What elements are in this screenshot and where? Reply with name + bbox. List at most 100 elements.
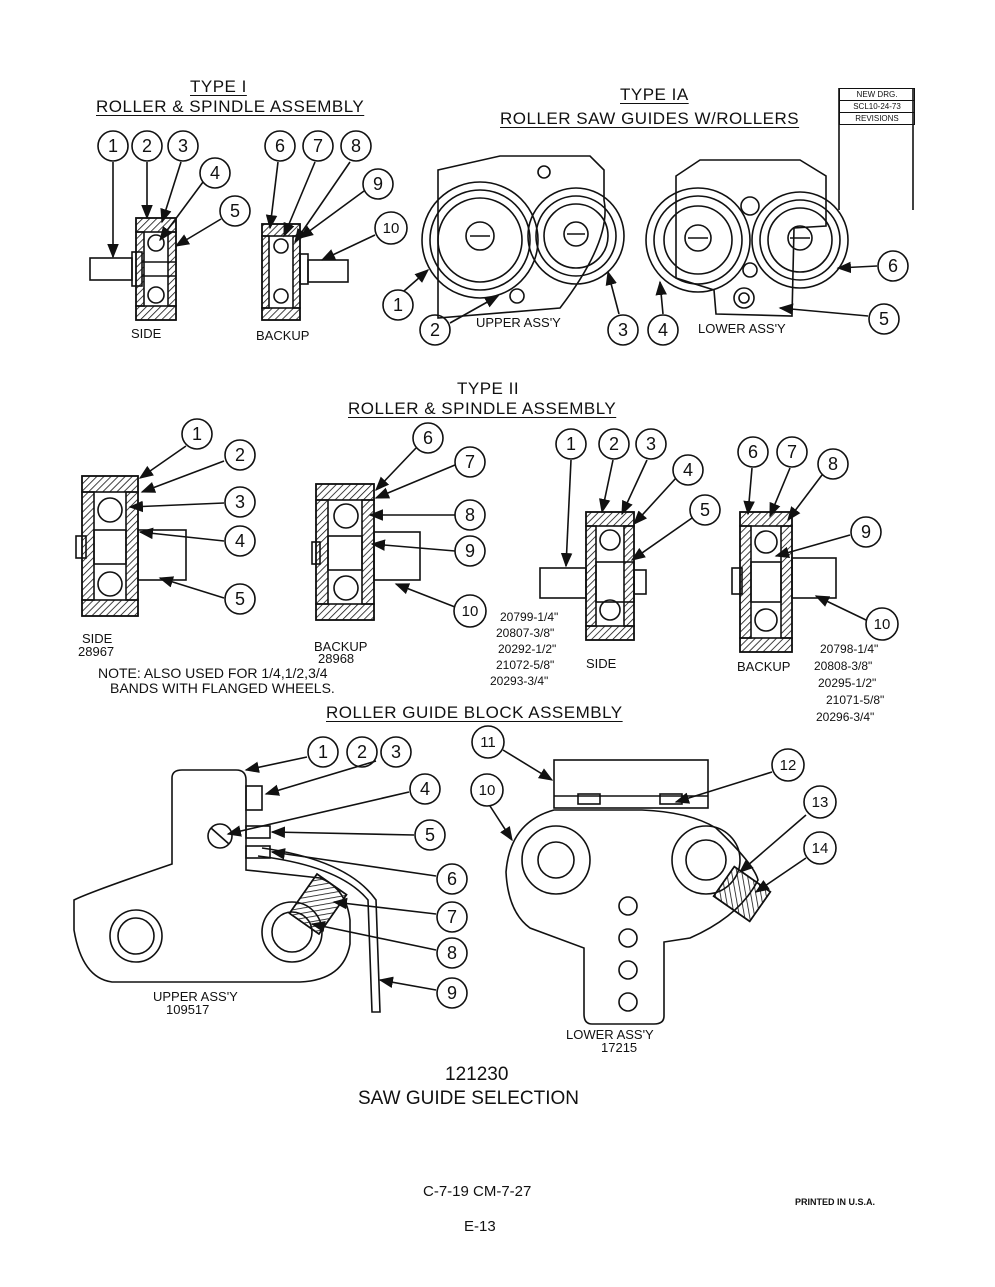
callout-number: 1 [317,742,328,762]
block-lower-assembly-drawing [505,759,772,1025]
callout-number: 1 [107,136,118,156]
callout-circle [409,773,441,805]
callout-number: 7 [446,907,457,927]
callout-circle [776,436,808,468]
callout-number: 10 [461,602,479,620]
callout-circle [219,195,251,227]
callout-circle [672,454,704,486]
callout-circle [340,130,372,162]
side-size-3: 20292-1/2" [498,642,557,656]
callout-circle [803,785,837,819]
type1a-title: ROLLER SAW GUIDES W/ROLLERS [500,109,800,128]
type2-side-size-drawing [539,511,647,641]
callout-number: 2 [141,136,152,156]
callout-circle [436,937,468,969]
type2-backup-size-drawing [731,511,837,653]
callout-circles [97,130,909,1009]
drawing-caption: SAW GUIDE SELECTION [358,1088,579,1109]
callout-circle [771,748,805,782]
callout-number: 3 [177,136,188,156]
type2-note-line2: BANDS WITH FLANGED WHEELS. [110,680,335,696]
callout-circle [374,211,408,245]
block-upper-assembly-drawing [73,769,381,1013]
backup-size-4: 21071-5/8" [826,693,885,707]
block-lower-label: LOWER ASS'Y [566,1027,654,1042]
callout-number: 4 [419,779,430,799]
callout-number: 4 [209,163,220,183]
callout-number: 6 [747,442,758,462]
callout-number: 3 [390,742,401,762]
callout-number: 11 [480,733,496,751]
callout-number: 5 [229,201,240,221]
callout-circle [131,130,163,162]
callout-number: 10 [873,615,891,633]
callout-circle [877,250,909,282]
backup-size-5: 20296-3/4" [816,710,875,724]
callout-number: 5 [699,500,710,520]
callout-circle [224,525,256,557]
callout-number: 9 [446,983,457,1003]
callout-circle [865,607,899,641]
callout-number: 3 [645,434,656,454]
type1-side-label: SIDE [131,326,162,341]
callout-circle [454,446,486,478]
callout-number: 3 [617,320,628,340]
callout-number: 7 [312,136,323,156]
type1-backup-roller-drawing [261,223,349,321]
type1-backup-label: BACKUP [256,328,310,343]
callout-number: 1 [191,424,202,444]
callout-circle [607,314,639,346]
type1a-leader-lines [403,261,878,324]
block-upper-label: UPPER ASS'Y [153,989,238,1004]
callout-circle [224,486,256,518]
type2-backup-label: BACKUP [314,639,368,654]
callout-circle [850,516,882,548]
callout-number: 6 [274,136,285,156]
revision-box: NEW DRG. SCL10-24-73 REVISIONS [839,88,915,125]
callout-number: 2 [234,445,245,465]
revision-label: REVISIONS [855,114,899,123]
side-size-1: 20799-1/4" [500,610,559,624]
side-size-5: 20293-3/4" [490,674,549,688]
callout-number: 9 [372,174,383,194]
block-lower-part: 17215 [601,1040,638,1055]
type1-title: ROLLER & SPINDLE ASSEMBLY [96,97,365,116]
block-title: ROLLER GUIDE BLOCK ASSEMBLY [326,703,623,722]
type1a-heading: TYPE IA [620,85,689,104]
callout-number: 2 [356,742,367,762]
callout-circle [436,863,468,895]
block-upper-part: 109517 [166,1002,210,1017]
type2-note-line1: NOTE: ALSO USED FOR 1/4,1/2,3/4 [98,665,328,681]
revision-new-drawing: NEW DRG. [840,89,914,101]
callout-number: 5 [424,825,435,845]
type2-backup-part: 28968 [318,651,355,666]
callout-circle [470,773,504,807]
callout-number: 10 [382,219,400,237]
callout-circle [97,130,129,162]
callout-number: 8 [350,136,361,156]
callout-circle [382,289,414,321]
type1a-upper-label: UPPER ASS'Y [476,315,561,330]
type2-backup-small-label: BACKUP [737,659,791,674]
callout-number: 1 [392,295,403,315]
callout-circle [803,831,837,865]
type2-backup-28968-drawing [311,483,421,621]
callout-circle [737,436,769,468]
type2-side-label: SIDE [82,631,113,646]
callout-circle [419,314,451,346]
callout-circle [817,448,849,480]
callout-number: 4 [657,320,668,340]
callout-circle [555,428,587,460]
callout-number: 7 [464,452,475,472]
type2-side-small-label: SIDE [586,656,617,671]
callout-circle [181,418,213,450]
callout-circle [199,157,231,189]
type1a-lower-label: LOWER ASS'Y [698,321,786,336]
callout-circle [635,428,667,460]
callout-number: 8 [827,454,838,474]
callout-circle [454,499,486,531]
side-size-2: 20807-3/8" [496,626,555,640]
callout-number: 4 [682,460,693,480]
callout-circle [302,130,334,162]
